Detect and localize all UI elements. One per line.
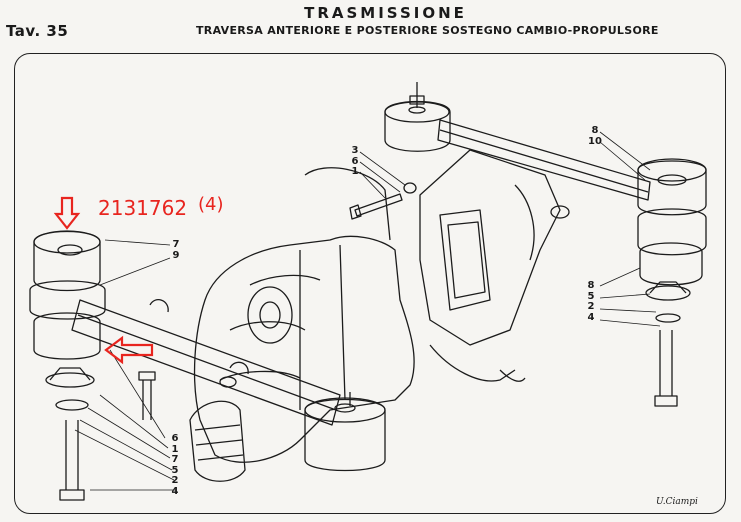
- callout-rear-right-bottom: 8 5 2 4: [586, 280, 596, 323]
- callout-label: 7: [171, 454, 179, 465]
- plate-number: Tav. 35: [6, 22, 69, 40]
- callout-label: 3: [351, 145, 359, 156]
- part-quantity-label: (4): [198, 194, 224, 215]
- callout-label: 6: [171, 433, 179, 444]
- callout-label: 10: [588, 135, 602, 147]
- callout-label: 4: [171, 485, 179, 497]
- callout-label: 4: [587, 311, 595, 323]
- callout-label: 7: [172, 239, 180, 250]
- bolt-rear: [354, 193, 403, 217]
- artist-signature: U.Ciampi: [656, 497, 698, 507]
- part-number-label: 2131762: [98, 196, 188, 220]
- rear-left-mount: [384, 100, 451, 152]
- callout-label: 2: [587, 301, 595, 312]
- callout-front-bottom: 6 1 7 5 2 4: [170, 433, 180, 497]
- page-title: TRASMISSIONE: [304, 4, 467, 22]
- callout-label: 5: [587, 290, 595, 302]
- down-arrow-icon: [53, 196, 81, 230]
- callout-label: 5: [171, 464, 179, 476]
- callout-label: 2: [171, 475, 179, 486]
- left-arrow-icon: [104, 335, 154, 365]
- front-crossmember: [71, 299, 341, 426]
- rear-bracket: [419, 149, 561, 346]
- callout-label: 1: [171, 443, 179, 455]
- callout-rear-top: 3 6 1: [350, 145, 360, 178]
- callout-label: 8: [587, 280, 595, 291]
- drawing-frame: [14, 53, 726, 514]
- callout-label: 8: [591, 125, 599, 136]
- callout-label: 1: [351, 166, 359, 177]
- callout-label: 6: [351, 155, 359, 167]
- callout-label: 9: [172, 249, 180, 261]
- rear-crossmember: [437, 119, 651, 201]
- bolt-front: [142, 380, 152, 420]
- callout-front-top: 7 9: [171, 239, 181, 261]
- page-subtitle: TRAVERSA ANTERIORE E POSTERIORE SOSTEGNO…: [196, 24, 659, 37]
- front-right-mount: [304, 398, 386, 472]
- callout-rear-right-top: 8 10: [588, 125, 602, 147]
- gearbox-housing: [193, 235, 415, 463]
- annotation-arrows: [53, 196, 154, 365]
